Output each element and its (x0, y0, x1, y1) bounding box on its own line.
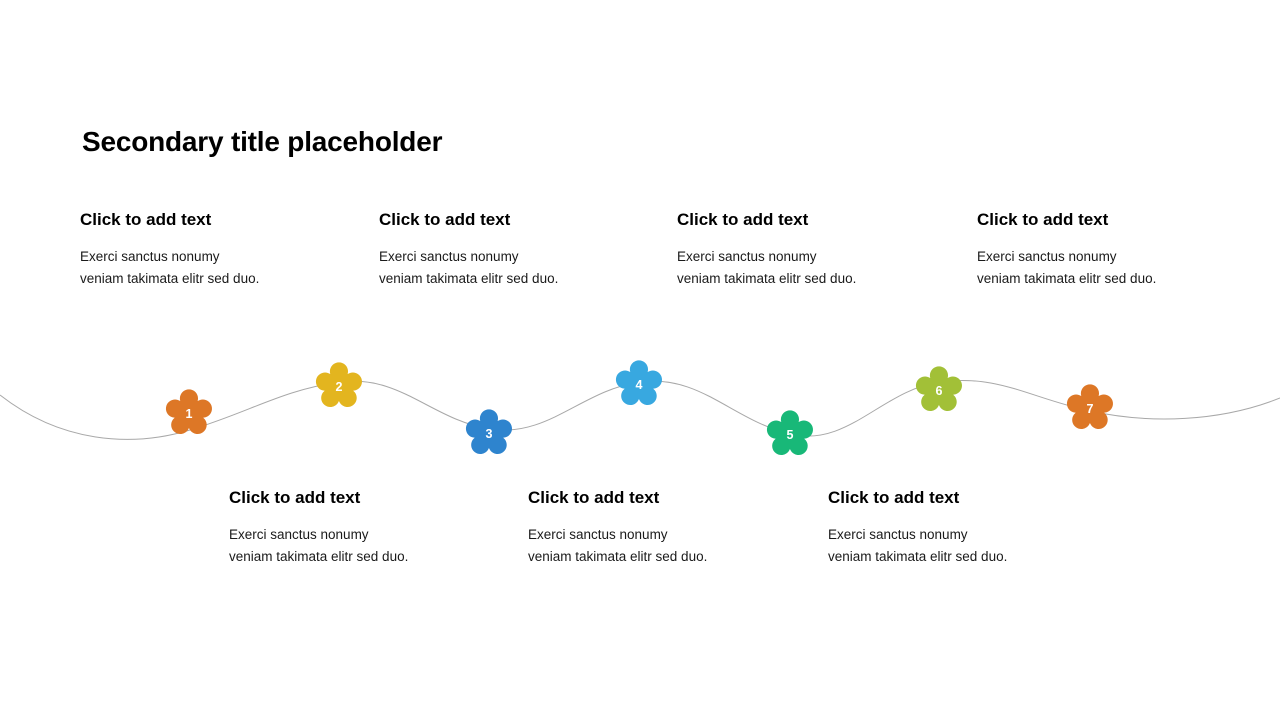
milestone-marker-6[interactable]: 6 (911, 363, 967, 419)
block-body[interactable]: Exerci sanctus nonumy veniam takimata el… (528, 527, 708, 564)
flower-icon (915, 366, 962, 412)
text-block-2[interactable]: Click to add text Exerci sanctus nonumy … (379, 210, 669, 290)
block-body[interactable]: Exerci sanctus nonumy veniam takimata el… (229, 527, 409, 564)
block-heading[interactable]: Click to add text (379, 210, 511, 229)
milestone-marker-5[interactable]: 5 (762, 407, 818, 463)
flower-icon (766, 410, 813, 456)
text-block-6[interactable]: Click to add text Exerci sanctus nonumy … (528, 488, 818, 568)
block-body[interactable]: Exerci sanctus nonumy veniam takimata el… (977, 249, 1157, 286)
text-block-3[interactable]: Click to add text Exerci sanctus nonumy … (677, 210, 967, 290)
block-body[interactable]: Exerci sanctus nonumy veniam takimata el… (379, 249, 559, 286)
block-heading[interactable]: Click to add text (80, 210, 212, 229)
milestone-marker-4[interactable]: 4 (611, 357, 667, 413)
flower-icon (1066, 384, 1113, 430)
block-heading[interactable]: Click to add text (229, 488, 361, 507)
block-heading[interactable]: Click to add text (528, 488, 660, 507)
text-block-5[interactable]: Click to add text Exerci sanctus nonumy … (229, 488, 519, 568)
flower-icon (315, 362, 362, 408)
milestone-marker-7[interactable]: 7 (1062, 381, 1118, 437)
block-heading[interactable]: Click to add text (977, 210, 1109, 229)
milestone-marker-2[interactable]: 2 (311, 359, 367, 415)
flower-icon (465, 409, 512, 455)
milestone-marker-1[interactable]: 1 (161, 386, 217, 442)
flower-icon (615, 360, 662, 406)
block-heading[interactable]: Click to add text (828, 488, 960, 507)
text-block-4[interactable]: Click to add text Exerci sanctus nonumy … (977, 210, 1267, 290)
milestone-marker-3[interactable]: 3 (461, 406, 517, 462)
page-title: Secondary title placeholder (82, 126, 443, 157)
block-body[interactable]: Exerci sanctus nonumy veniam takimata el… (677, 249, 857, 286)
block-heading[interactable]: Click to add text (677, 210, 809, 229)
text-block-1[interactable]: Click to add text Exerci sanctus nonumy … (80, 210, 370, 290)
text-block-7[interactable]: Click to add text Exerci sanctus nonumy … (828, 488, 1118, 568)
block-body[interactable]: Exerci sanctus nonumy veniam takimata el… (80, 249, 260, 286)
block-body[interactable]: Exerci sanctus nonumy veniam takimata el… (828, 527, 1008, 564)
flower-icon (165, 389, 212, 435)
